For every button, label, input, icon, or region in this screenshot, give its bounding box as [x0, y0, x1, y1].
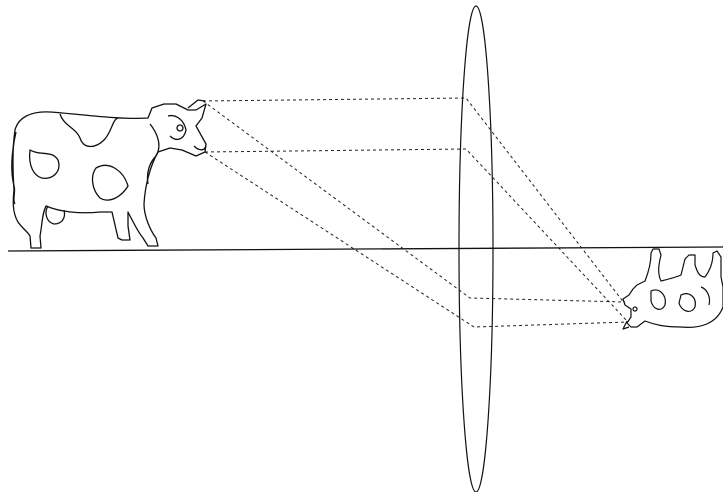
- optical-axis: [7, 246, 723, 252]
- cow-icon: [622, 248, 723, 330]
- ray-parallel-nose: [204, 148, 629, 323]
- ray-parallel-top: [202, 97, 626, 305]
- cow-image: [622, 248, 723, 330]
- cow-object: [11, 99, 207, 249]
- ray-center-nose: [204, 151, 629, 328]
- light-rays: [202, 97, 629, 328]
- cow-icon: [11, 99, 207, 249]
- convex-lens: [458, 5, 494, 492]
- ray-center-top: [202, 100, 626, 303]
